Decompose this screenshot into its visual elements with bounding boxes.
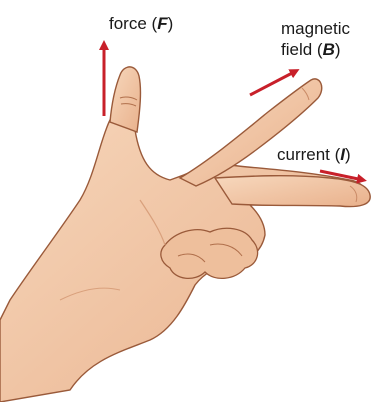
curled-fingers [161, 228, 258, 278]
field-label-text: field ( [281, 40, 323, 59]
middle-finger [215, 176, 370, 207]
force-label-close: ) [168, 14, 174, 33]
force-label-text: force ( [109, 14, 157, 33]
field-symbol: B [323, 40, 335, 59]
magnetic-field-label-line2: field (B) [281, 39, 350, 60]
current-label-text: current ( [277, 145, 340, 164]
field-arrow-icon [250, 71, 296, 95]
force-label: force (F) [109, 13, 173, 34]
magnetic-field-label: magnetic field (B) [281, 18, 350, 60]
force-symbol: F [157, 14, 167, 33]
magnetic-field-label-line1: magnetic [281, 18, 350, 39]
current-label: current (I) [277, 144, 351, 165]
current-label-close: ) [345, 145, 351, 164]
field-label-close: ) [335, 40, 341, 59]
